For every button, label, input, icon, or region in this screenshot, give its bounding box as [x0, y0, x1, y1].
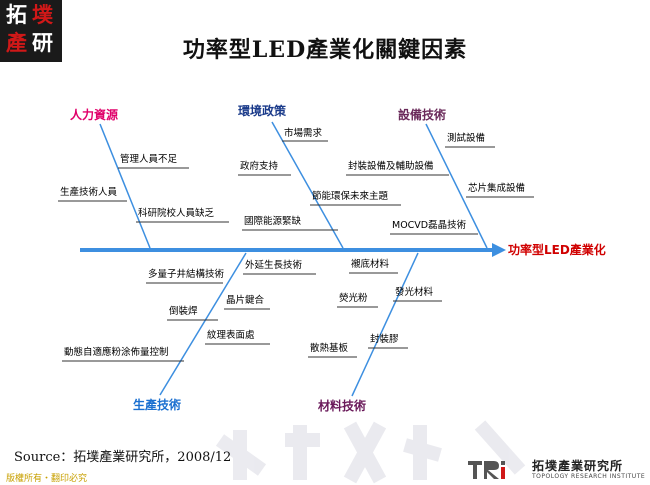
factor-label: 生產技術人員 — [60, 186, 118, 198]
bone-equipment-tech — [425, 123, 488, 249]
category-title: 生產技術 — [133, 397, 181, 412]
factor-label: 節能環保未來主題 — [312, 190, 389, 202]
factor-label: 倒裝焊 — [169, 305, 198, 317]
factor-label: 測試設備 — [447, 132, 485, 144]
factor-label: 管理人員不足 — [120, 153, 178, 165]
factor-label: 發光材料 — [395, 286, 434, 298]
logo-char: 墣 — [32, 2, 53, 27]
factor-label: 國際能源緊缺 — [244, 215, 302, 227]
logo-char: 拓 — [6, 2, 27, 27]
bone-materials-tech — [351, 252, 419, 397]
copyright-note: 版權所有・翻印必究 — [6, 474, 88, 484]
factor-label: MOCVD磊晶技術 — [392, 219, 467, 231]
logo-char: 產 — [6, 30, 27, 55]
factor-label: 散熱基板 — [310, 342, 349, 354]
factor-label: 多量子井結構技術 — [148, 268, 225, 280]
factor-label: 封裝設備及輔助設備 — [348, 160, 434, 172]
factor-label: 外延生長技術 — [245, 259, 303, 271]
watermark — [215, 420, 526, 484]
category-title: 材料技術 — [317, 398, 366, 413]
factor-label: 晶片鍵合 — [226, 294, 265, 306]
factor-label: 襯底材料 — [351, 258, 390, 270]
factor-label: 紋理表面處 — [207, 329, 255, 341]
institute-english-name: TOPOLOGY RESEARCH INSTITUTE — [532, 473, 646, 480]
factor-label: 科研院校人員缺乏 — [138, 207, 215, 219]
institute-name: 拓墣產業研究所 — [532, 459, 624, 473]
page-title: 功率型LED產業化關鍵因素 — [182, 37, 468, 63]
bone-human-resources — [99, 123, 151, 249]
factor-label: 芯片集成設備 — [468, 182, 525, 194]
bone-environment-policy — [271, 121, 344, 249]
corner-logo: 拓 墣 產 研 — [0, 0, 62, 62]
source-note: Source：拓墣產業研究所，2008/12 — [14, 450, 232, 465]
factor-label: 熒光粉 — [339, 292, 368, 304]
factor-label: 動態自適應粉涂佈量控制 — [64, 346, 169, 358]
category-title: 設備技術 — [398, 107, 446, 122]
category-title: 人力資源 — [70, 107, 118, 122]
factor-label: 政府支持 — [240, 160, 279, 172]
effect-label: 功率型LED產業化 — [508, 242, 606, 257]
spine-arrowhead — [492, 243, 506, 257]
tri-logo-icon — [468, 461, 505, 479]
logo-char: 研 — [32, 30, 53, 55]
factor-label: 市場需求 — [284, 127, 323, 139]
category-title: 環境政策 — [238, 103, 287, 118]
bone-production-tech — [159, 252, 247, 396]
factor-label: 封裝膠 — [370, 333, 399, 345]
